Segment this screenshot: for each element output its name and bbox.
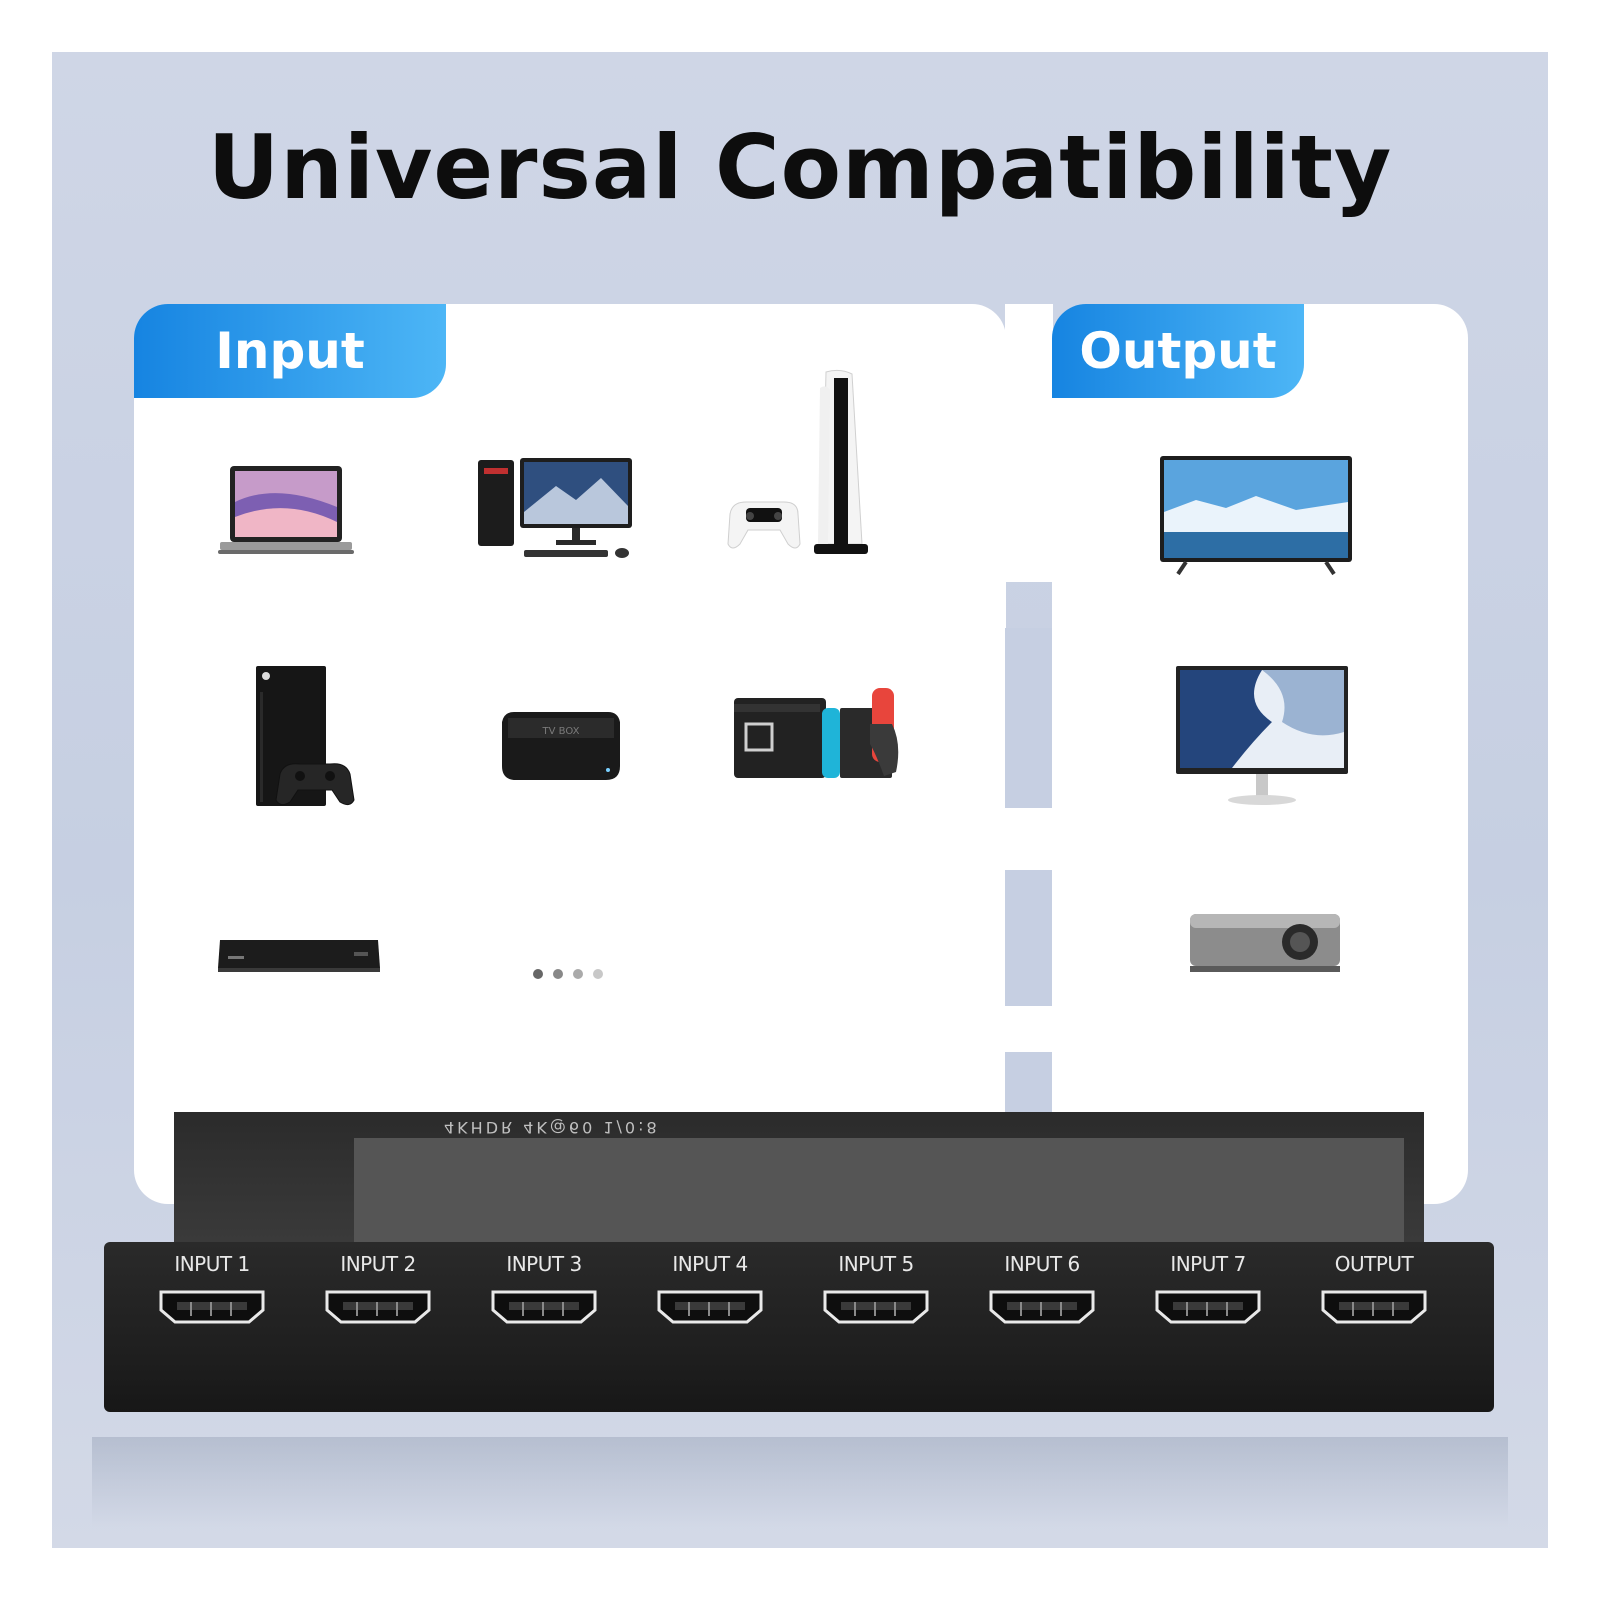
- hdmi-port-2[interactable]: INPUT 2: [318, 1252, 438, 1330]
- hdmi-port-icon: [491, 1290, 597, 1324]
- hdmi-port-3[interactable]: INPUT 3: [484, 1252, 604, 1330]
- hdmi-port-5[interactable]: INPUT 5: [816, 1252, 936, 1330]
- hdmi-port-label: INPUT 3: [506, 1252, 582, 1276]
- hdmi-port-7[interactable]: INPUT 7: [1148, 1252, 1268, 1330]
- separator-1: [1005, 304, 1053, 582]
- hdmi-port-6[interactable]: INPUT 6: [982, 1252, 1102, 1330]
- switcher-top-label: 4KHDR 4K@60 1/0:8: [444, 1118, 660, 1137]
- hdmi-port-icon: [1321, 1290, 1427, 1324]
- xbox-icon: [256, 666, 355, 806]
- hdmi-port-label: INPUT 4: [672, 1252, 748, 1276]
- input-panel: Input: [134, 304, 1006, 1204]
- desktop-pc-icon: [478, 458, 632, 558]
- tv-icon: [1160, 456, 1352, 576]
- switcher-top-panel: [354, 1138, 1404, 1242]
- separator-2: [1005, 628, 1053, 808]
- reflection: [92, 1437, 1508, 1527]
- nintendo-switch-icon: [734, 688, 899, 778]
- laptop-icon: [218, 466, 354, 554]
- ellipsis-icon: [533, 969, 603, 979]
- output-tab: Output: [1052, 304, 1304, 398]
- hdmi-port-icon: [823, 1290, 929, 1324]
- input-tab: Input: [134, 304, 446, 398]
- projector-icon: [1190, 914, 1340, 972]
- blu-ray-player-icon: [218, 940, 380, 972]
- separator-3: [1005, 808, 1053, 870]
- hdmi-port-icon: [1155, 1290, 1261, 1324]
- hdmi-port-icon: [159, 1290, 265, 1324]
- switcher-top: 4KHDR 4K@60 1/0:8: [174, 1112, 1424, 1242]
- hdmi-port-label: INPUT 1: [174, 1252, 250, 1276]
- tv-box-text: TV BOX: [542, 726, 580, 737]
- hdmi-port-label: INPUT 5: [838, 1252, 914, 1276]
- hdmi-port-label: INPUT 2: [340, 1252, 416, 1276]
- tv-box-icon: TV BOX: [502, 712, 620, 780]
- hdmi-port-icon: [325, 1290, 431, 1324]
- hdmi-port-label: OUTPUT: [1334, 1252, 1414, 1276]
- hdmi-port-label: INPUT 7: [1170, 1252, 1246, 1276]
- switcher-front: INPUT 1 INPUT 2 INPUT 3 INPUT 4 INPUT 5 INPUT…: [104, 1242, 1494, 1412]
- hdmi-port-4[interactable]: INPUT 4: [650, 1252, 770, 1330]
- output-panel: Output: [1052, 304, 1468, 1204]
- separator-5: [1005, 1006, 1053, 1052]
- monitor-icon: [1176, 666, 1348, 805]
- headline: Universal Compatibility: [207, 116, 1393, 219]
- game-console-icon: [727, 369, 868, 554]
- separator-4: [1005, 870, 1053, 1006]
- hdmi-port-label: INPUT 6: [1004, 1252, 1080, 1276]
- stage: Universal Compatibility Input: [52, 52, 1548, 1548]
- hdmi-port-icon: [657, 1290, 763, 1324]
- hdmi-port-1[interactable]: INPUT 1: [152, 1252, 272, 1330]
- hdmi-port-8[interactable]: OUTPUT: [1314, 1252, 1434, 1330]
- hdmi-port-icon: [989, 1290, 1095, 1324]
